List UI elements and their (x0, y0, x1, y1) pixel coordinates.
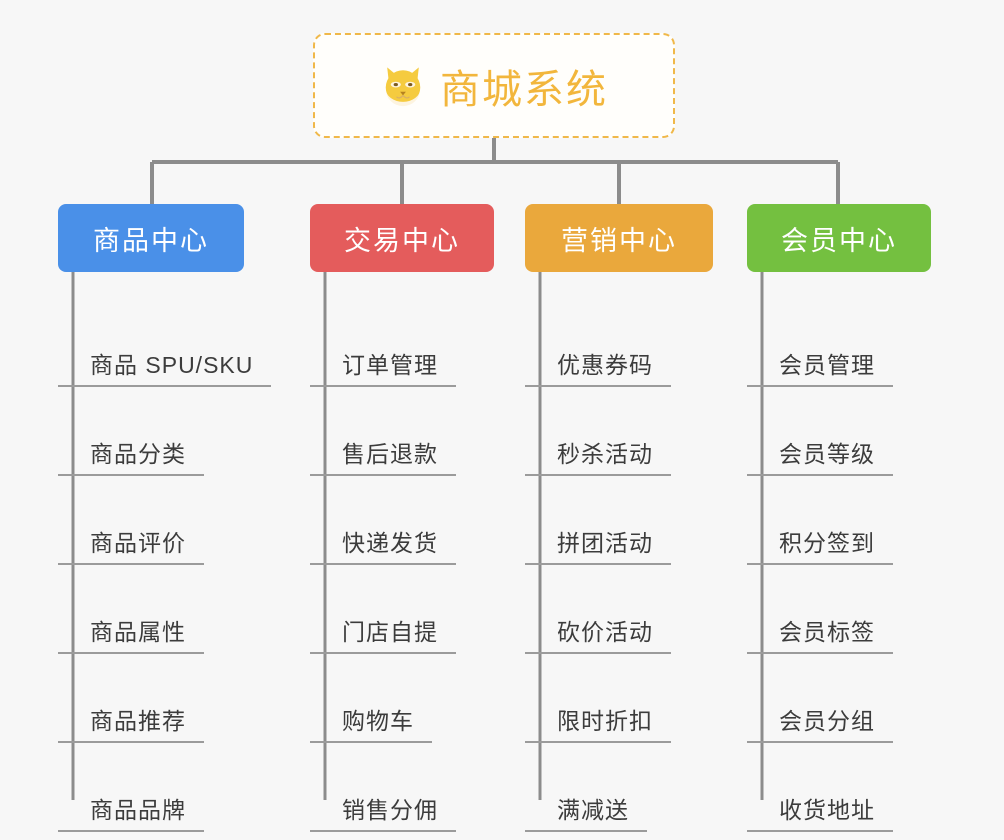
leaf-label: 商品品牌 (90, 797, 186, 823)
root-title: 商城系统 (440, 67, 608, 112)
leaf-list-2: 优惠券码 秒杀活动 拼团活动 砍价活动 限时折扣 满减送 (525, 298, 713, 832)
leaf-item[interactable]: 会员管理 (747, 298, 931, 387)
leaf-label: 商品推荐 (90, 708, 186, 734)
leaf-label: 限时折扣 (557, 708, 653, 734)
leaf-label: 销售分佣 (342, 797, 438, 823)
branch-head-3[interactable]: 会员中心 (747, 204, 931, 272)
leaf-item[interactable]: 积分签到 (747, 476, 931, 565)
leaf-item[interactable]: 秒杀活动 (525, 387, 713, 476)
leaf-label: 订单管理 (342, 352, 438, 378)
leaf-item[interactable]: 门店自提 (310, 565, 494, 654)
branch-head-1[interactable]: 交易中心 (310, 204, 494, 272)
leaf-item[interactable]: 满减送 (525, 743, 713, 832)
leaf-label: 满减送 (557, 797, 629, 823)
leaf-item[interactable]: 商品 SPU/SKU (58, 298, 272, 387)
leaf-item[interactable]: 收货地址 (747, 743, 931, 832)
leaf-label: 会员标签 (779, 619, 875, 645)
leaf-item[interactable]: 限时折扣 (525, 654, 713, 743)
root-node[interactable]: 商城系统 (313, 33, 675, 138)
leaf-label: 拼团活动 (557, 530, 653, 556)
leaf-item[interactable]: 会员等级 (747, 387, 931, 476)
branch-head-2[interactable]: 营销中心 (525, 204, 713, 272)
leaf-label: 砍价活动 (557, 619, 653, 645)
leaf-label: 快递发货 (342, 530, 438, 556)
branch-column-3: 会员中心 会员管理 会员等级 积分签到 会员标签 会员分组 收货地址 (747, 204, 931, 832)
leaf-label: 会员管理 (779, 352, 875, 378)
branch-head-label-0: 商品中心 (93, 225, 209, 256)
leaf-item[interactable]: 快递发货 (310, 476, 494, 565)
branch-head-label-3: 会员中心 (781, 225, 897, 256)
leaf-list-3: 会员管理 会员等级 积分签到 会员标签 会员分组 收货地址 (747, 298, 931, 832)
leaf-item[interactable]: 商品分类 (58, 387, 244, 476)
leaf-item[interactable]: 商品推荐 (58, 654, 244, 743)
leaf-label: 会员分组 (779, 708, 875, 734)
leaf-label: 收货地址 (779, 797, 875, 823)
branch-head-0[interactable]: 商品中心 (58, 204, 244, 272)
leaf-label: 优惠券码 (557, 352, 653, 378)
leaf-item[interactable]: 售后退款 (310, 387, 494, 476)
leaf-item[interactable]: 拼团活动 (525, 476, 713, 565)
leaf-label: 商品分类 (90, 441, 186, 467)
leaf-list-1: 订单管理 售后退款 快递发货 门店自提 购物车 销售分佣 (310, 298, 494, 832)
leaf-label: 积分签到 (779, 530, 875, 556)
leaf-label: 商品属性 (90, 619, 186, 645)
leaf-label: 商品评价 (90, 530, 186, 556)
leaf-item[interactable]: 优惠券码 (525, 298, 713, 387)
branch-head-label-1: 交易中心 (344, 225, 460, 256)
leaf-item[interactable]: 商品品牌 (58, 743, 244, 832)
leaf-label: 商品 SPU/SKU (90, 352, 254, 378)
branch-column-1: 交易中心 订单管理 售后退款 快递发货 门店自提 购物车 销售分佣 (310, 204, 494, 832)
leaf-label: 会员等级 (779, 441, 875, 467)
leaf-item[interactable]: 会员分组 (747, 654, 931, 743)
leaf-item[interactable]: 砍价活动 (525, 565, 713, 654)
leaf-item[interactable]: 商品属性 (58, 565, 244, 654)
leaf-item[interactable]: 购物车 (310, 654, 494, 743)
leaf-list-0: 商品 SPU/SKU 商品分类 商品评价 商品属性 商品推荐 商品品牌 (58, 298, 272, 832)
leaf-label: 购物车 (342, 708, 414, 734)
leaf-label: 秒杀活动 (557, 441, 653, 467)
shiba-dog-face-icon (380, 63, 426, 109)
leaf-item[interactable]: 订单管理 (310, 298, 494, 387)
leaf-label: 门店自提 (342, 619, 438, 645)
leaf-label: 售后退款 (342, 441, 438, 467)
leaf-item[interactable]: 销售分佣 (310, 743, 494, 832)
branch-head-label-2: 营销中心 (561, 225, 677, 256)
leaf-item[interactable]: 会员标签 (747, 565, 931, 654)
branch-column-2: 营销中心 优惠券码 秒杀活动 拼团活动 砍价活动 限时折扣 满减送 (525, 204, 713, 832)
leaf-item[interactable]: 商品评价 (58, 476, 244, 565)
branch-column-0: 商品中心 商品 SPU/SKU 商品分类 商品评价 商品属性 商品推荐 商品品牌 (58, 204, 272, 832)
